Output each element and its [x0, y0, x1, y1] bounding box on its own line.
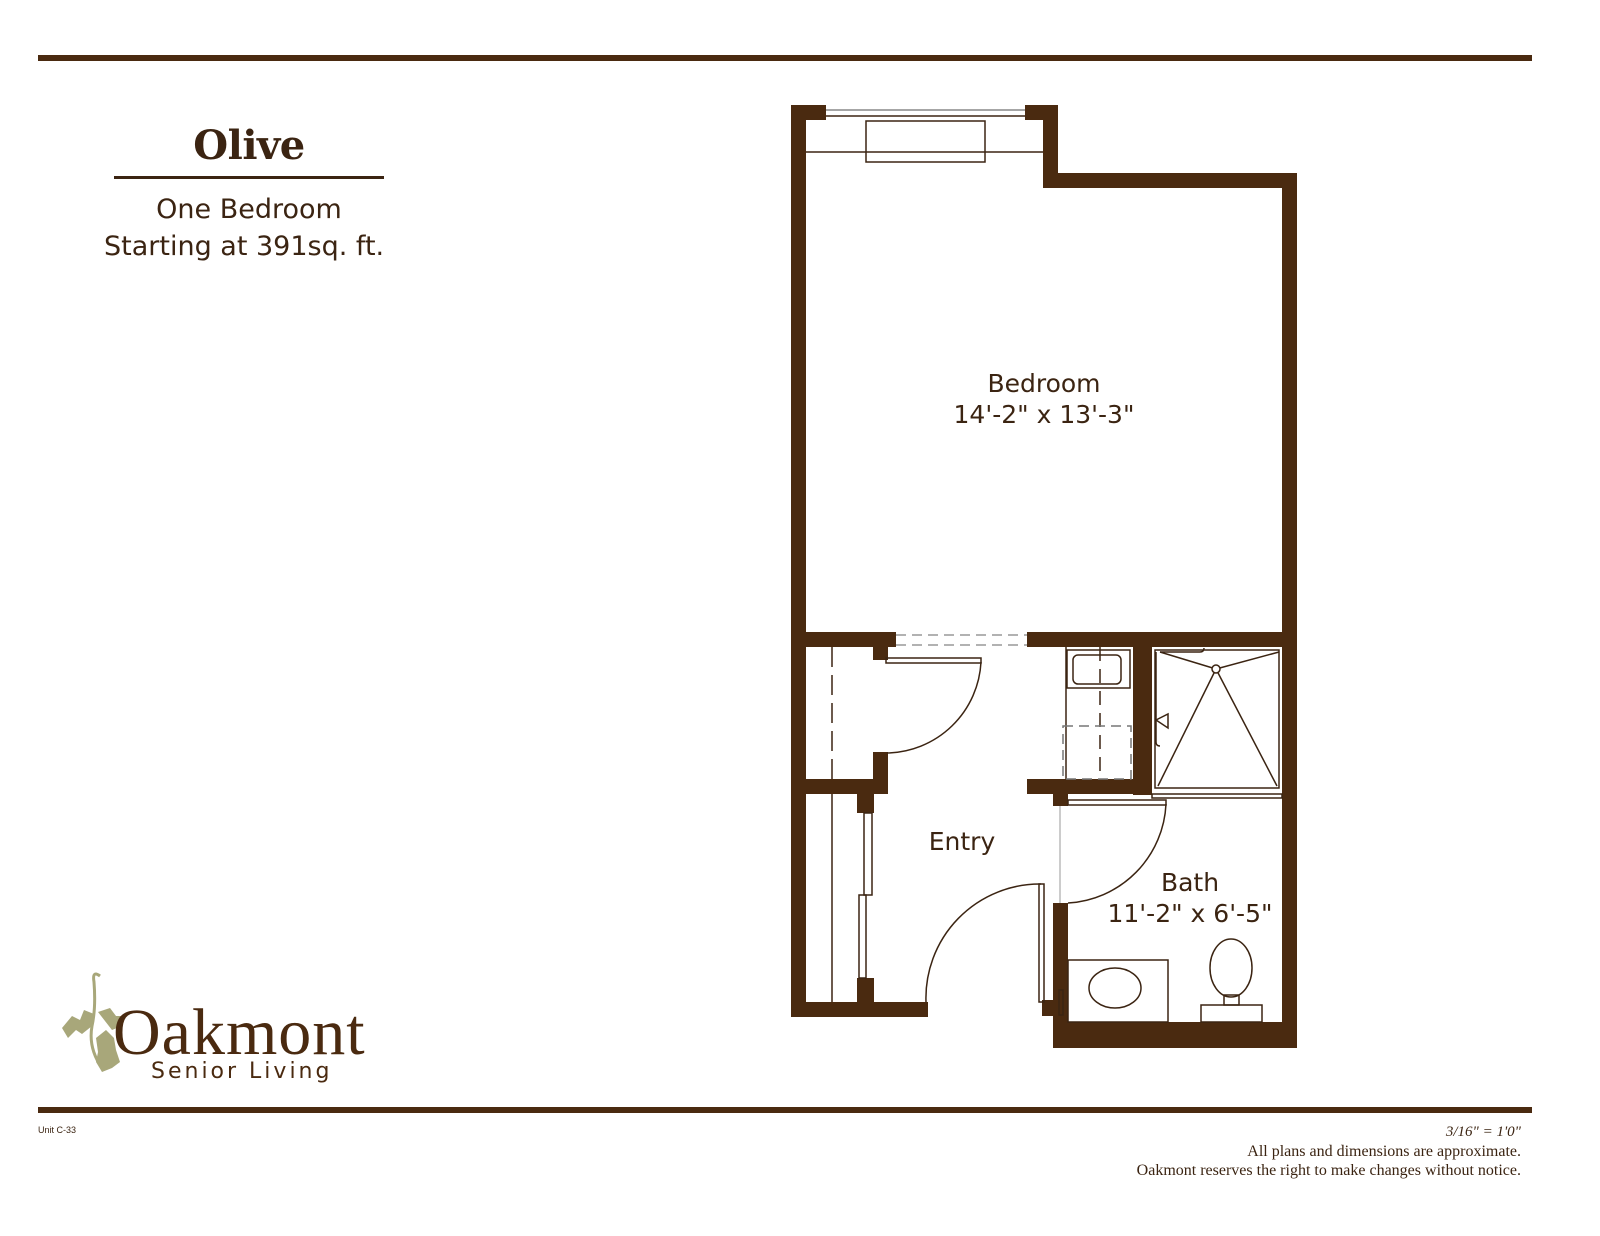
walls	[791, 105, 1297, 1048]
room-name: Bath	[1160, 868, 1220, 897]
scale-note: 3/16" = 1'0"	[1445, 1124, 1521, 1140]
disclaimer-line: Oakmont reserves the right to make chang…	[1136, 1162, 1521, 1179]
room-name: Bedroom	[987, 369, 1101, 398]
oakmont-logo: Oakmont Senior Living	[58, 968, 418, 1098]
plan-title-block: Olive One Bedroom Starting at 391sq. ft.	[104, 118, 384, 265]
room-dimensions: 14'-2" x 13'-3"	[953, 400, 1135, 429]
bottom-rule	[38, 1107, 1532, 1113]
plan-name: Olive	[193, 122, 305, 169]
footer-notes: 3/16" = 1'0" All plans and dimensions ar…	[1137, 1122, 1521, 1180]
logo-wordmark: Oakmont	[113, 996, 366, 1069]
room-label-bedroom: Bedroom 14'-2" x 13'-3"	[944, 368, 1144, 430]
fixtures	[806, 109, 1283, 1023]
room-label-entry: Entry	[912, 826, 1012, 857]
room-name: Entry	[928, 827, 996, 856]
disclaimer-line: All plans and dimensions are approximate…	[1247, 1143, 1521, 1160]
oak-leaf-icon	[62, 972, 124, 1072]
room-dimensions: 11'-2" x 6'-5"	[1107, 899, 1273, 928]
title-divider	[114, 176, 384, 179]
unit-id: Unit C-33	[38, 1125, 77, 1135]
plan-type: One Bedroom	[156, 194, 342, 225]
top-rule	[38, 55, 1532, 61]
room-label-bath: Bath 11'-2" x 6'-5"	[1100, 867, 1280, 929]
plan-size: Starting at 391sq. ft.	[104, 231, 385, 262]
logo-tagline: Senior Living	[151, 1059, 333, 1084]
